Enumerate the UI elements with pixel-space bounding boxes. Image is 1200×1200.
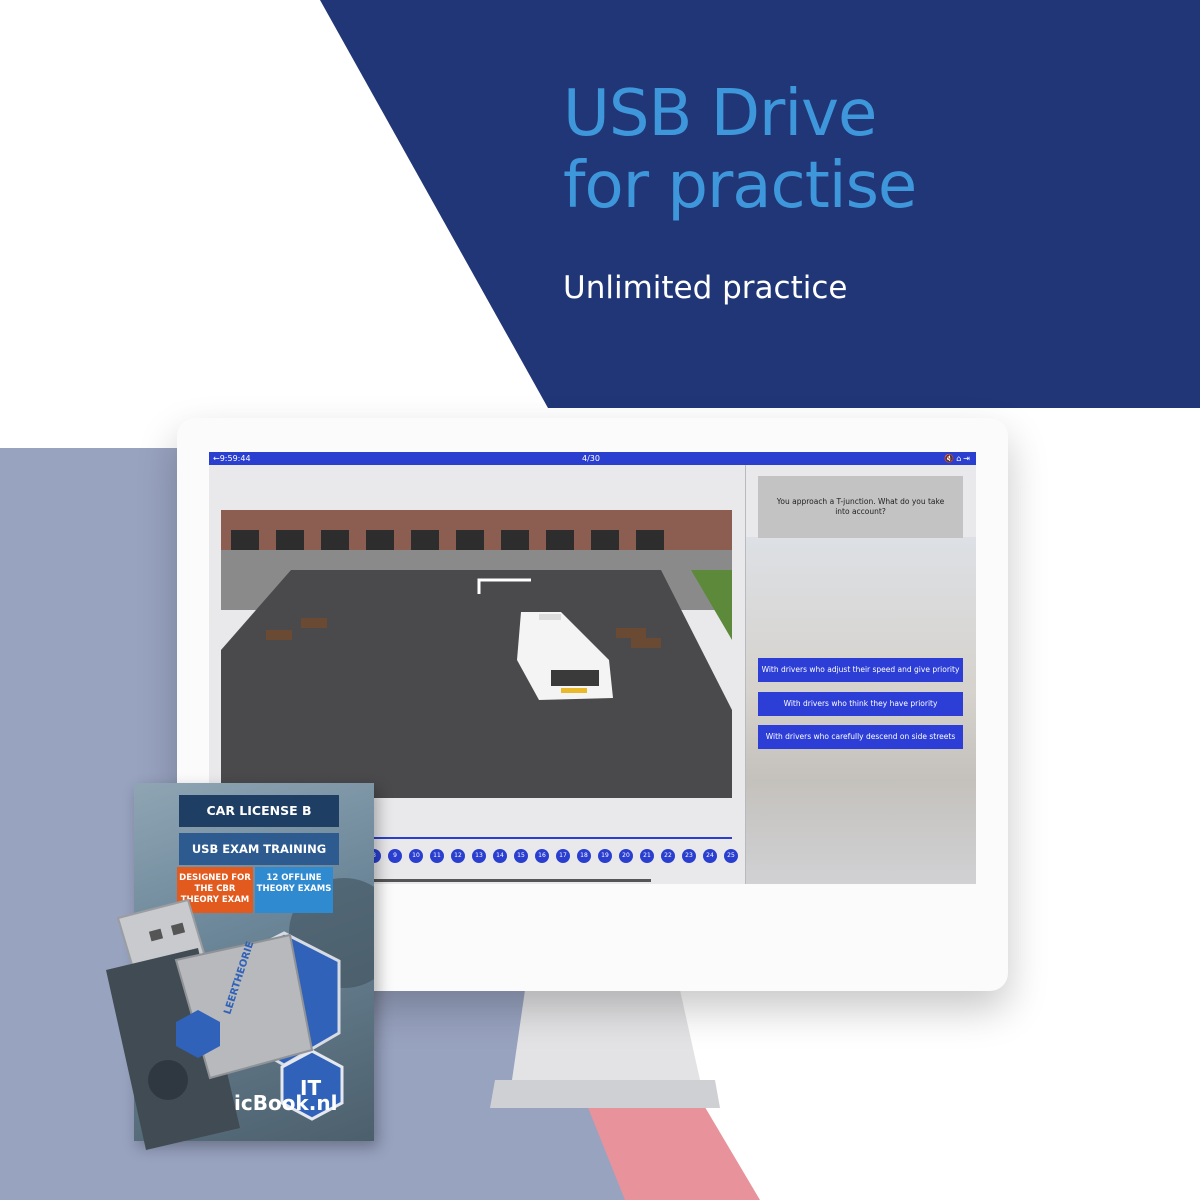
brand-shield-icon [280,1049,344,1121]
question-number-button[interactable]: 17 [556,849,570,863]
usb-pivot [148,1060,188,1100]
answer-button[interactable]: With drivers who adjust their speed and … [758,658,963,682]
question-number-button[interactable]: 25 [724,849,738,863]
question-counter: 4/30 [582,454,600,463]
home-icon[interactable]: ⌂ [956,454,964,463]
box-license-label: CAR LICENSE B [179,795,339,827]
hero-title-line2: for practise [563,149,917,223]
leertheorie-logo-icon [176,1010,220,1058]
scene-illustration [221,510,732,798]
hero-subtitle: Unlimited practice [563,270,848,306]
timer-text: 9:59:44 [219,454,251,463]
app-top-bar: ←9:59:44 4/30 🔇⌂⇥ [209,452,976,465]
road-marking [477,578,531,594]
question-number-button[interactable]: 14 [493,849,507,863]
garage-doors [231,530,664,550]
question-number-button[interactable]: 13 [472,849,486,863]
question-number-button[interactable]: 9 [388,849,402,863]
question-number-button[interactable]: 22 [661,849,675,863]
answer-button[interactable]: With drivers who think they have priorit… [758,692,963,716]
stand-base [490,1080,720,1108]
mute-icon[interactable]: 🔇 [944,454,957,463]
progress-bar [221,837,732,839]
question-text: You approach a T-junction. What do you t… [758,476,963,538]
app-screen: ←9:59:44 4/30 🔇⌂⇥ [209,452,976,884]
answer-button[interactable]: With drivers who carefully descend on si… [758,725,963,749]
question-number-button[interactable]: 16 [535,849,549,863]
hero-title: USB Drive for practise [563,77,917,223]
question-number-button[interactable]: 12 [451,849,465,863]
question-number-button[interactable]: 10 [409,849,423,863]
question-number-button[interactable]: 24 [703,849,717,863]
navy-banner [320,0,1200,408]
arrow-left-icon[interactable]: ← [213,454,220,463]
box-offline-badge: 12 OFFLINE THEORY EXAMS [255,867,333,913]
car-icon [517,612,613,700]
planters [266,618,661,648]
timer: ←9:59:44 [213,452,251,465]
brand-shield-glyph: IT [300,1076,321,1100]
stand-neck [512,990,700,1080]
question-number-button[interactable]: 15 [514,849,528,863]
question-number-button[interactable]: 23 [682,849,696,863]
question-number-button[interactable]: 19 [598,849,612,863]
question-navigator: 8910111213141516171819202122232425 [367,849,738,863]
horizontal-scrollbar[interactable] [221,879,651,882]
question-number-button[interactable]: 18 [577,849,591,863]
usb-connector-hole [148,928,164,942]
usb-connector-hole [170,922,186,936]
question-number-button[interactable]: 11 [430,849,444,863]
toolbar-icons: 🔇⌂⇥ [944,452,972,465]
scene-road [221,570,732,798]
scene-grass [691,570,732,640]
panel-divider [745,465,746,884]
progress-fill [221,837,732,839]
question-number-button[interactable]: 20 [619,849,633,863]
exit-icon[interactable]: ⇥ [963,454,972,463]
box-brand: icBook.nl [234,1091,338,1115]
question-number-button[interactable]: 21 [640,849,654,863]
driving-scene [221,510,732,798]
box-usb-label: USB EXAM TRAINING [179,833,339,865]
hero-title-line1: USB Drive [563,77,877,151]
